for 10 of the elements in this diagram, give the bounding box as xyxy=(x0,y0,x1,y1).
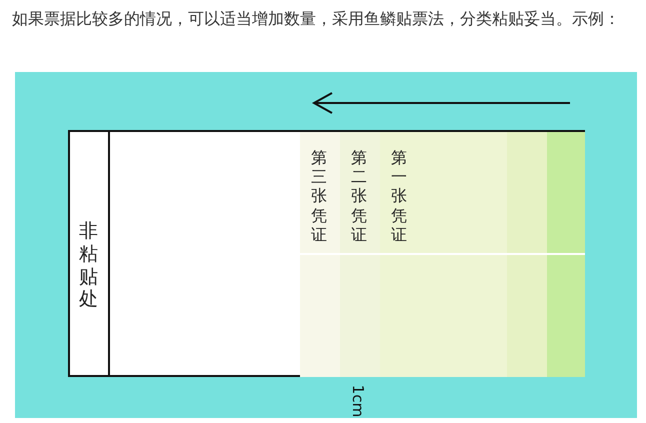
voucher-label: 第二张凭证 xyxy=(350,148,368,244)
voucher-label: 第三张凭证 xyxy=(310,148,328,244)
voucher-strip xyxy=(340,132,380,377)
area-label: 非粘贴处 xyxy=(78,220,99,312)
caption-text: 如果票据比较多的情况，可以适当增加数量，采用鱼鳞贴票法，分类粘贴妥当。示例： xyxy=(12,8,621,30)
voucher-strip xyxy=(300,132,340,377)
voucher-strip xyxy=(380,132,585,377)
voucher-label: 第一张凭证 xyxy=(390,148,408,244)
sheet-outline xyxy=(68,130,585,377)
dimension-label: 1cm xyxy=(349,384,368,418)
